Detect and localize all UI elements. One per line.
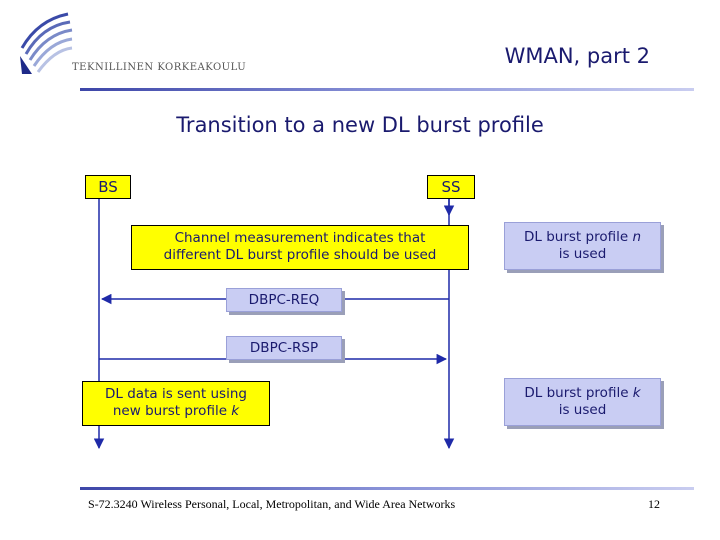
ss-actor: SS: [427, 175, 475, 199]
bs-note-var: k: [231, 403, 240, 419]
slide-title: Transition to a new DL burst profile: [176, 113, 544, 137]
profile-k-var: k: [632, 385, 641, 401]
dbpc-rsp-message: DBPC-RSP: [226, 336, 342, 360]
university-name: TEKNILLINEN KORKEAKOULU: [72, 62, 247, 73]
header-title: WMAN, part 2: [504, 44, 650, 68]
university-logo: [20, 12, 73, 74]
profile-n-prefix: DL burst profile: [524, 229, 633, 245]
ss-note-line1: Channel measurement indicates that: [174, 230, 426, 246]
bs-actor: BS: [85, 175, 131, 199]
bs-note-prefix: new burst profile: [112, 403, 232, 419]
profile-n-var: n: [632, 229, 641, 245]
footer-divider: [80, 487, 694, 490]
profile-n-box: DL burst profile n is used: [504, 222, 661, 270]
profile-n-line2: is used: [558, 246, 607, 262]
profile-k-prefix: DL burst profile: [524, 385, 633, 401]
profile-k-line2: is used: [558, 402, 607, 418]
footer-course: S-72.3240 Wireless Personal, Local, Metr…: [88, 497, 456, 511]
bs-note-line1: DL data is sent using: [105, 386, 247, 402]
page-number: 12: [648, 497, 660, 511]
ss-note-line2: different DL burst profile should be use…: [163, 247, 437, 263]
bs-data-note: DL data is sent using new burst profile …: [82, 381, 270, 426]
ss-channel-note: Channel measurement indicates that diffe…: [131, 225, 469, 270]
profile-k-box: DL burst profile k is used: [504, 378, 661, 426]
header-divider: [80, 88, 694, 91]
dbpc-req-message: DBPC-REQ: [226, 288, 342, 312]
